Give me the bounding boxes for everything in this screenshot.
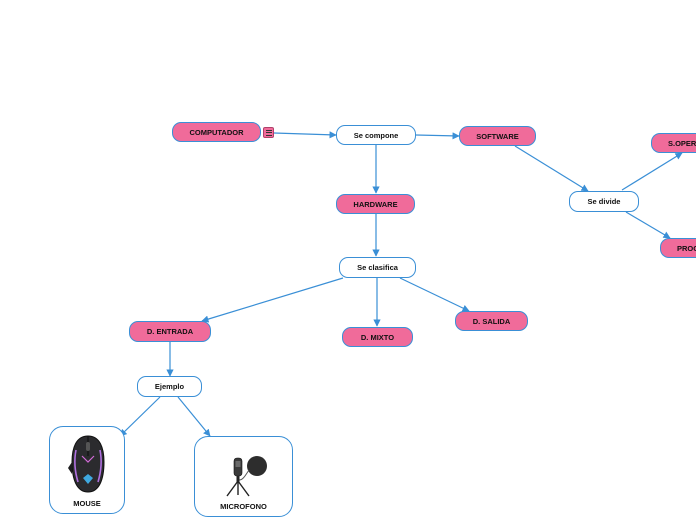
node-se-divide-label: Se divide [587,197,621,206]
node-d-entrada[interactable]: D. ENTRADA [129,321,211,342]
node-microfono[interactable]: MICROFONO [194,436,293,517]
link-se-clasifica-d-salida [399,277,470,312]
node-software-label: SOFTWARE [476,131,519,141]
microphone-image [226,456,267,497]
node-mouse[interactable]: MOUSE [49,426,125,514]
link-se-compone-software [415,132,460,140]
node-proc[interactable]: PROC [660,238,696,258]
link-ejemplo-microfono [177,396,211,437]
node-proc-label: PROC [677,243,696,253]
node-s-oper-label: S.OPER [668,138,696,148]
node-d-mixto-label: D. MIXTO [360,332,395,342]
node-se-clasifica-label: Se clasifica [357,263,398,272]
node-d-salida[interactable]: D. SALIDA [455,311,528,331]
gaming-mouse-image [68,435,105,493]
node-computador[interactable]: COMPUTADOR [172,122,261,142]
node-se-clasifica[interactable]: Se clasifica [339,257,416,278]
node-ejemplo-label: Ejemplo [154,382,185,391]
link-ejemplo-mouse [119,396,161,437]
node-d-mixto[interactable]: D. MIXTO [342,327,413,347]
node-se-compone[interactable]: Se compone [336,125,416,145]
node-software[interactable]: SOFTWARE [459,126,536,146]
node-d-entrada-label: D. ENTRADA [146,327,194,336]
node-computador-label: COMPUTADOR [189,127,244,137]
link-se-divide-s-oper [621,152,683,191]
node-hardware[interactable]: HARDWARE [336,194,415,214]
note-icon[interactable] [263,127,274,138]
node-se-divide[interactable]: Se divide [569,191,639,212]
link-software-se-divide [514,145,589,192]
node-d-salida-label: D. SALIDA [472,316,511,326]
link-se-clasifica-d-entrada [201,277,344,323]
node-ejemplo[interactable]: Ejemplo [137,376,202,397]
node-se-compone-label: Se compone [353,130,399,140]
node-microfono-label: MICROFONO [220,502,267,511]
node-hardware-label: HARDWARE [353,199,398,209]
node-s-oper[interactable]: S.OPER [651,133,696,153]
link-computador-se-compone [273,131,337,139]
node-mouse-label: MOUSE [73,499,101,508]
link-se-divide-proc [625,211,671,239]
